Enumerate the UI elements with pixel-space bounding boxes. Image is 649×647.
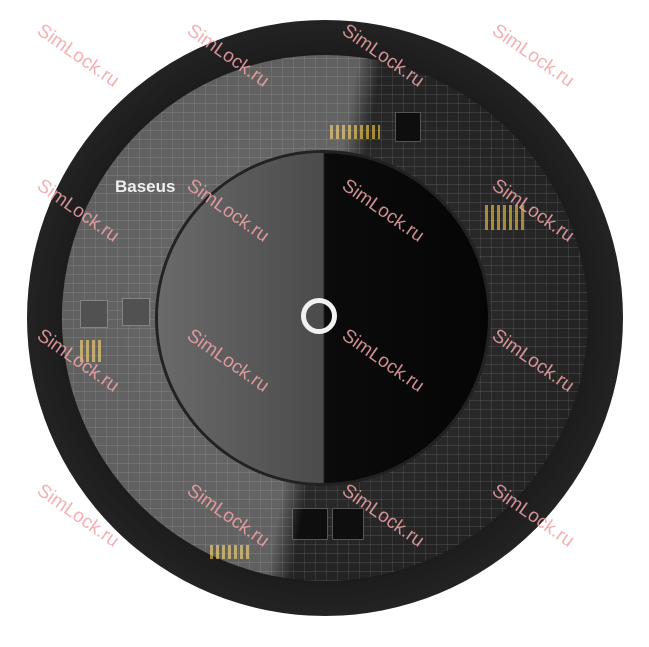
gold-contacts [80,340,102,362]
chip [122,298,150,326]
chip [292,508,328,540]
gold-contacts [330,125,380,139]
chip [80,300,108,328]
wireless-charger-ring-icon [301,298,337,334]
gold-contacts [210,545,250,559]
brand-logo: Baseus [115,177,176,196]
watermark: SimLock.ru [32,20,123,92]
chip [395,112,421,142]
gold-contacts [485,205,525,230]
chip [332,508,364,540]
